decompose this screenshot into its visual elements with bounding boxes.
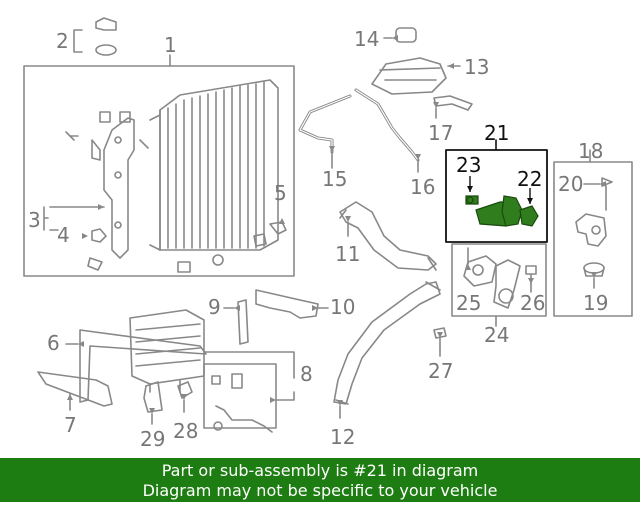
callout-8: 8 xyxy=(300,362,313,386)
callout-3: 3 xyxy=(28,208,41,232)
callout-17: 17 xyxy=(428,121,453,145)
callout-26: 26 xyxy=(520,291,545,315)
notice-banner: Part or sub-assembly is #21 in diagram D… xyxy=(0,458,640,502)
callout-4: 4 xyxy=(57,223,70,247)
callout-18: 18 xyxy=(578,139,603,163)
banner-line-disclaimer: Diagram may not be specific to your vehi… xyxy=(142,481,498,500)
callout-9: 9 xyxy=(208,295,221,319)
callout-16: 16 xyxy=(410,175,435,199)
callout-29: 29 xyxy=(140,427,165,451)
callout-11: 11 xyxy=(335,242,360,266)
callout-21: 21 xyxy=(484,121,509,145)
radiator-core xyxy=(99,79,279,273)
callout-12: 12 xyxy=(330,425,355,449)
radiator-side-bracket xyxy=(65,117,149,271)
callout-15: 15 xyxy=(322,167,347,191)
callout-2: 2 xyxy=(56,29,69,53)
callout-27: 27 xyxy=(428,359,453,383)
radiator-assembly-box xyxy=(23,65,295,277)
callout-25: 25 xyxy=(456,291,481,315)
callout-1: 1 xyxy=(164,33,177,57)
callout-28: 28 xyxy=(173,419,198,443)
callout-19: 19 xyxy=(583,291,608,315)
callout-10: 10 xyxy=(330,295,355,319)
banner-line-part: Part or sub-assembly is #21 in diagram xyxy=(161,461,479,480)
callout-24: 24 xyxy=(484,323,509,347)
highlighted-part-21 xyxy=(465,195,539,227)
callout-5: 5 xyxy=(274,181,287,205)
callout-22: 22 xyxy=(517,167,542,191)
parts-diagram: 1 2 3 4 5 6 7 8 9 10 11 12 13 14 15 16 1… xyxy=(23,17,633,451)
callout-14: 14 xyxy=(354,27,379,51)
callout-20: 20 xyxy=(558,172,583,196)
callout-23: 23 xyxy=(456,153,481,177)
callout-7: 7 xyxy=(64,413,77,437)
callout-6: 6 xyxy=(47,331,60,355)
callout-13: 13 xyxy=(464,55,489,79)
